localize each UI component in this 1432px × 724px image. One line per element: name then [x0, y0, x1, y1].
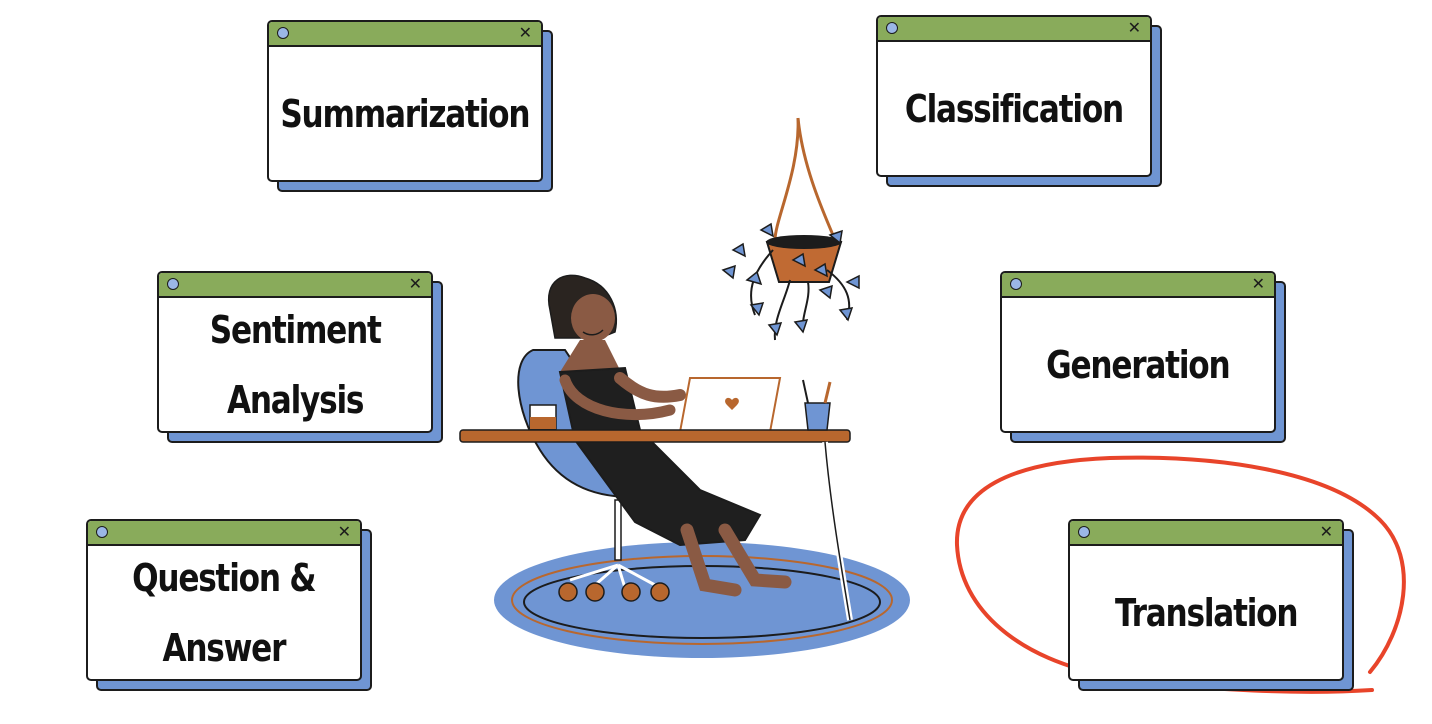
card-label-line-2: Analysis [226, 377, 364, 422]
hanging-plant-icon [721, 117, 860, 341]
card-window: ✕ Question & Answer [86, 519, 362, 681]
woman-figure [547, 274, 792, 597]
close-icon[interactable]: ✕ [1127, 18, 1141, 37]
mug-icon [529, 404, 557, 430]
circle-icon [886, 22, 898, 34]
question-answer-card[interactable]: ✕ Question & Answer [86, 519, 372, 691]
card-label-line-2: Answer [162, 625, 287, 670]
close-icon[interactable]: ✕ [408, 274, 422, 293]
pencil-cup-icon [802, 379, 832, 431]
card-label-line-1: Question & [132, 555, 316, 600]
classification-card[interactable]: ✕ Classification [876, 15, 1162, 187]
circle-icon [1010, 278, 1022, 290]
card-titlebar: ✕ [878, 17, 1150, 42]
card-titlebar: ✕ [1070, 521, 1342, 546]
circle-icon [96, 526, 108, 538]
card-titlebar: ✕ [88, 521, 360, 546]
summarization-card[interactable]: ✕ Summarization [267, 20, 553, 192]
card-window: ✕ Sentiment Analysis [157, 271, 433, 433]
circle-icon [277, 27, 289, 39]
card-label: Generation [1046, 342, 1231, 387]
card-window: ✕ Summarization [267, 20, 543, 182]
sentiment-analysis-card[interactable]: ✕ Sentiment Analysis [157, 271, 443, 443]
card-window: ✕ Classification [876, 15, 1152, 177]
laptop-icon [678, 377, 782, 433]
card-label-line-1: Sentiment [209, 307, 382, 352]
close-icon[interactable]: ✕ [518, 23, 532, 42]
card-label: Summarization [280, 91, 531, 136]
circle-icon [167, 278, 179, 290]
card-window: ✕ Generation [1000, 271, 1276, 433]
card-window: ✕ Translation [1068, 519, 1344, 681]
card-titlebar: ✕ [269, 22, 541, 47]
card-titlebar: ✕ [1002, 273, 1274, 298]
close-icon[interactable]: ✕ [1319, 522, 1333, 541]
generation-card[interactable]: ✕ Generation [1000, 271, 1286, 443]
card-titlebar: ✕ [159, 273, 431, 298]
card-label: Translation [1114, 590, 1299, 635]
circle-icon [1078, 526, 1090, 538]
translation-card[interactable]: ✕ Translation [1068, 519, 1354, 691]
close-icon[interactable]: ✕ [1251, 274, 1265, 293]
desk [459, 429, 853, 621]
close-icon[interactable]: ✕ [337, 522, 351, 541]
woman-working-at-laptop-illustration [459, 117, 910, 658]
card-label: Classification [904, 86, 1124, 131]
